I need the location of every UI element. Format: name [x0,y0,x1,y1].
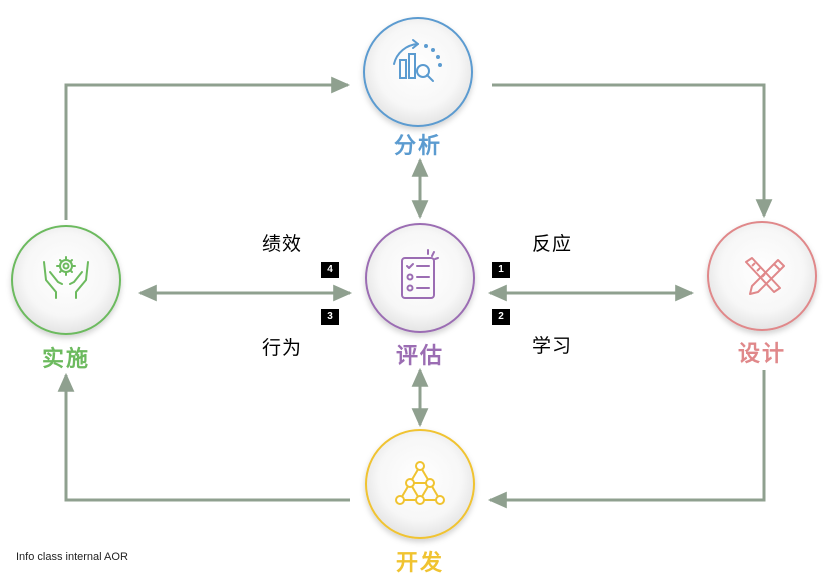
node-analysis [363,17,473,127]
level-label-performance: 绩效 [261,233,302,255]
pencil-ruler-icon [745,257,785,295]
level-label-learning: 学习 [531,335,572,357]
connector-analysis-to-design [492,83,773,219]
level-badge-4: 4 [321,262,339,278]
connector-development-to-implementation [57,372,350,502]
hands-gear-icon [43,256,89,299]
label-implementation: 实施 [41,347,90,372]
footer-text: Info class internal AOR [16,551,128,563]
label-evaluation: 评估 [395,344,444,369]
node-design [707,221,817,331]
evaluation-connectors [137,157,695,428]
connector-implementation-to-analysis [64,76,351,220]
label-analysis: 分析 [393,134,442,159]
label-design: 设计 [737,342,786,367]
bar-chart-magnifier-icon [393,39,442,82]
node-development [365,429,475,539]
network-triangle-icon [395,461,445,505]
node-implementation [11,225,121,335]
node-evaluation [365,223,475,333]
level-label-behavior: 行为 [261,337,302,359]
checklist-clipboard-icon [401,249,439,299]
level-badge-3: 3 [321,309,339,325]
connector-design-to-development [487,370,766,509]
level-badge-1: 1 [492,262,510,278]
level-label-reaction: 反应 [531,233,572,255]
label-development: 开发 [395,551,444,576]
level-badge-2: 2 [492,309,510,325]
cycle-connectors [57,76,773,509]
